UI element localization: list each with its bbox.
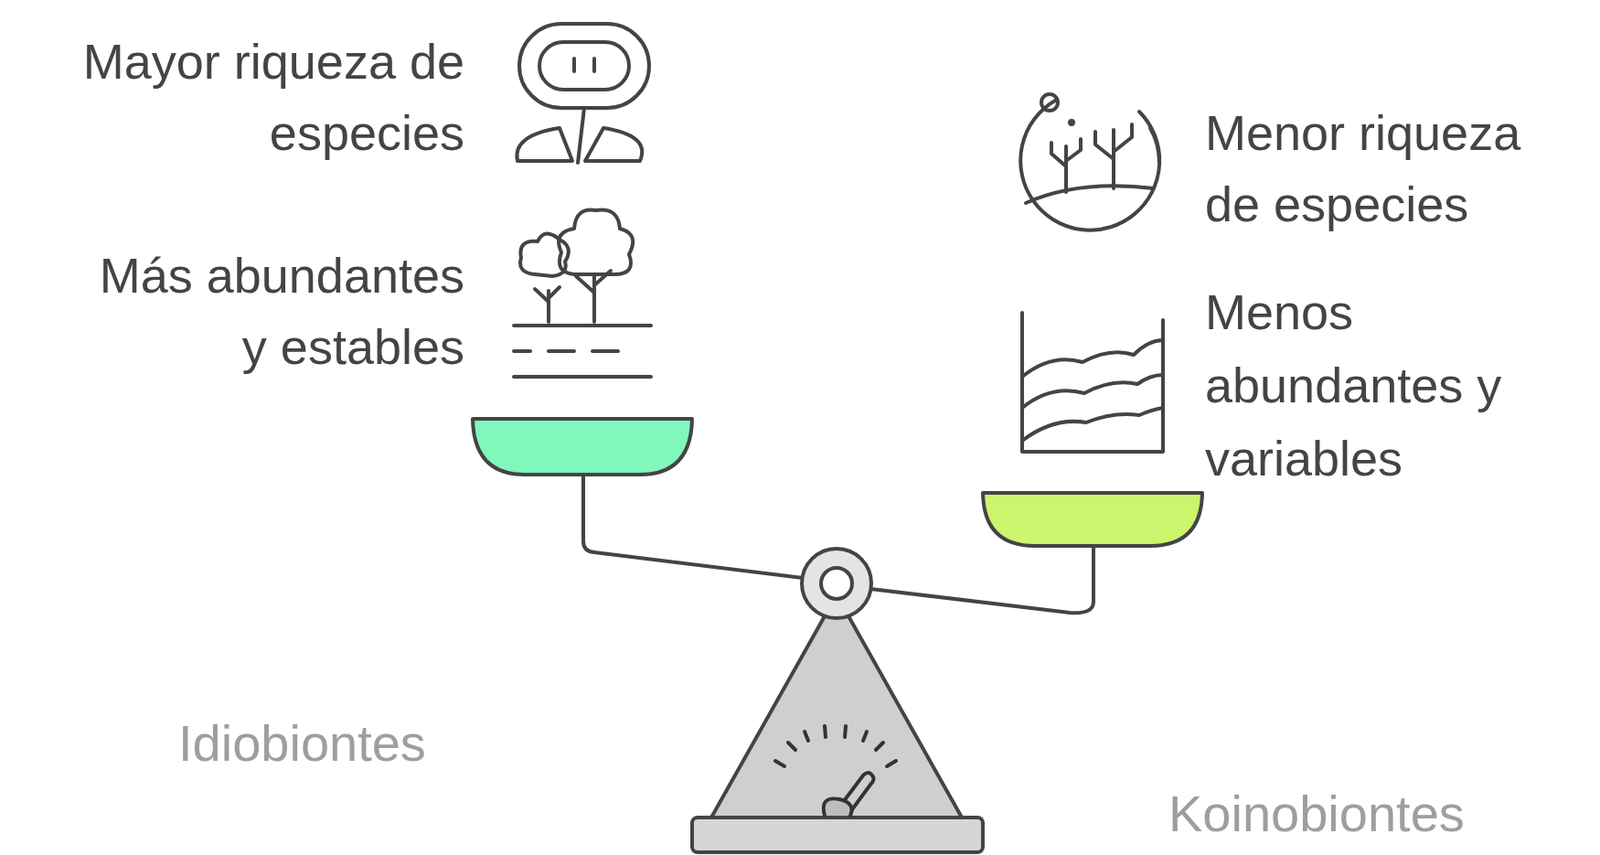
feature-label: Menos abundantes y variables xyxy=(1205,275,1590,495)
left-pan xyxy=(472,418,693,475)
group-label: Idiobiontes xyxy=(178,711,563,776)
feature-label: Mayor riqueza de especies xyxy=(62,25,465,169)
feature-label: Más abundantes y estables xyxy=(62,239,465,383)
group-label: Koinobiontes xyxy=(1168,781,1571,846)
feature-label: Menor riqueza de especies xyxy=(1205,96,1590,240)
right-pan xyxy=(982,492,1203,546)
pivot-hole xyxy=(821,567,853,599)
stand-base xyxy=(692,817,983,853)
flower-icon xyxy=(516,23,650,163)
stand-triangle xyxy=(711,614,962,818)
pivot xyxy=(801,548,872,619)
desert-icon xyxy=(1020,94,1160,231)
trees-icon xyxy=(513,209,651,377)
chart-icon xyxy=(1022,312,1163,452)
gauge xyxy=(775,725,896,816)
